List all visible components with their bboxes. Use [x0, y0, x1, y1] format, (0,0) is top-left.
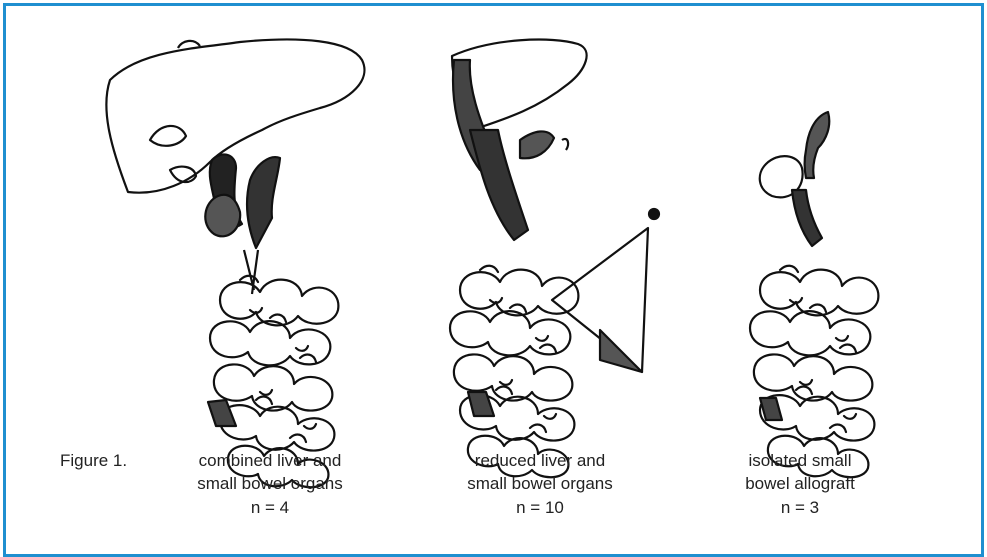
panel-2-caption-line1: reduced liver and — [440, 451, 640, 471]
figure-caption-prefix: Figure 1. — [60, 451, 127, 471]
panel-3-caption-line1: isolated small — [700, 451, 900, 471]
panel-1-caption-line1: combined liver and — [170, 451, 370, 471]
panel-2-caption-line2: small bowel organs — [440, 474, 640, 494]
combined-liver-bowel-drawing — [106, 39, 364, 487]
panel-3-caption-n: n = 3 — [700, 498, 900, 518]
panel-1-caption-line2: small bowel organs — [170, 474, 370, 494]
isolated-bowel-drawing — [750, 112, 878, 477]
panel-2-caption-n: n = 10 — [440, 498, 640, 518]
panel-3-caption-line2: bowel allograft — [700, 474, 900, 494]
panel-1-caption-n: n = 4 — [170, 498, 370, 518]
reduced-liver-bowel-drawing — [450, 40, 659, 478]
